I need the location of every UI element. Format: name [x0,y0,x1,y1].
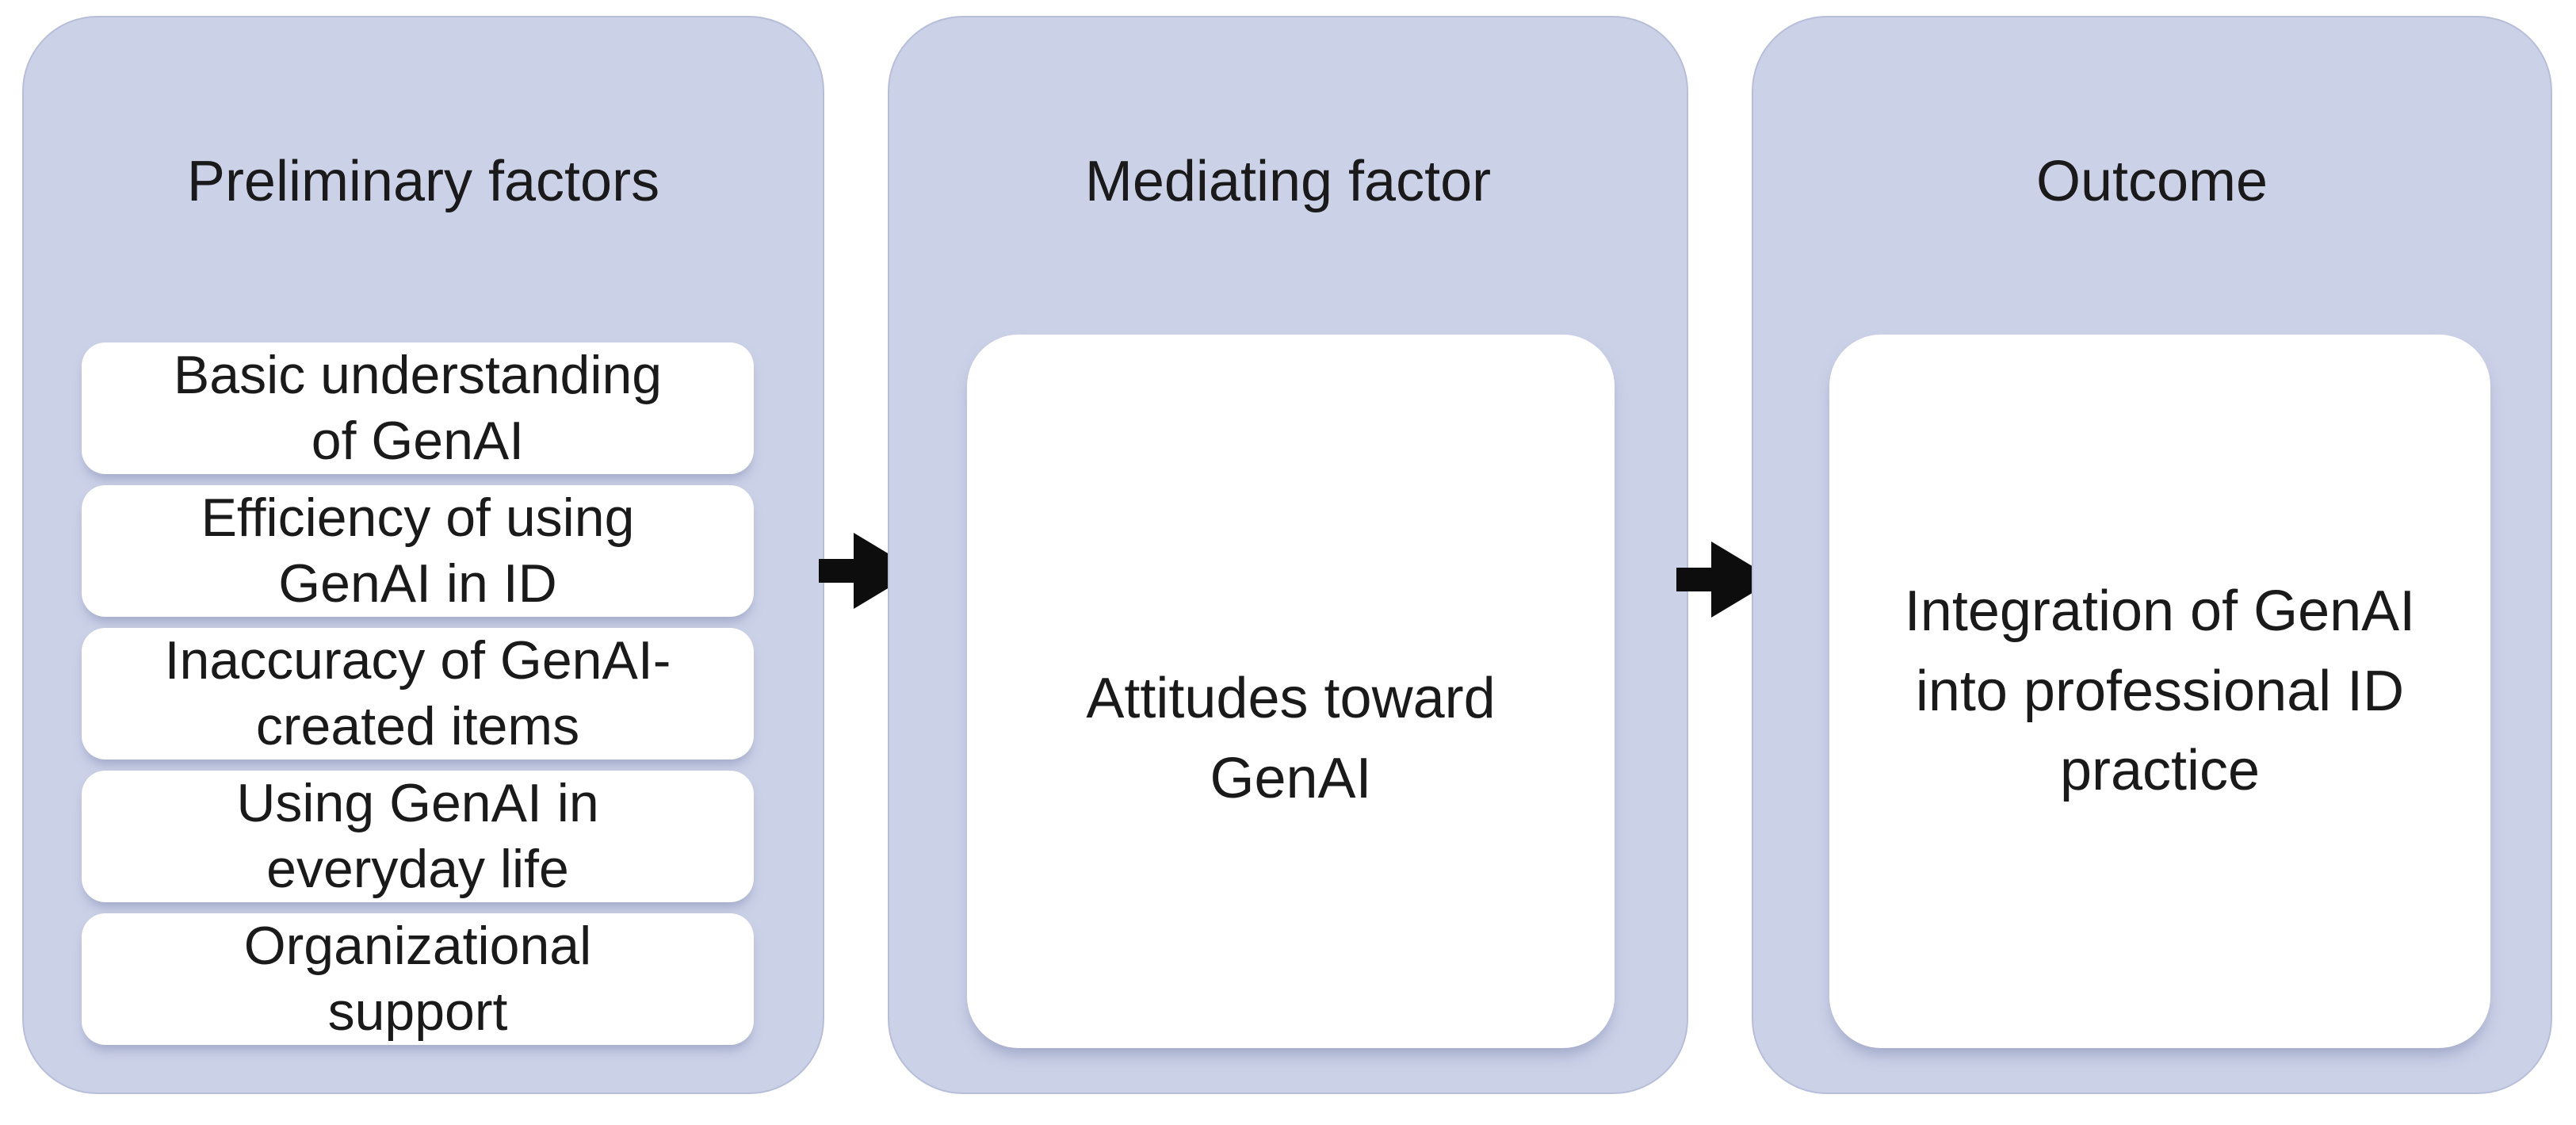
factor-box-everyday-life: Using GenAI in everyday life [82,771,754,902]
factor-stack: Basic understanding of GenAI Efficiency … [82,342,754,1045]
arrow-mediating-to-outcome [1676,541,1775,618]
panel-mediating-factor: Mediating factor Attitudes toward GenAI [888,16,1688,1094]
arrow-preliminary-to-mediating [819,533,917,609]
factor-box-basic-understanding: Basic understanding of GenAI [82,342,754,474]
panel-preliminary-factors: Preliminary factors Basic understanding … [22,16,824,1094]
factor-box-inaccuracy: Inaccuracy of GenAI- created items [82,628,754,760]
panel-title-preliminary-factors: Preliminary factors [186,150,660,213]
panel-outcome: Outcome Integration of GenAI into profes… [1752,16,2552,1094]
panel-title-outcome: Outcome [2035,150,2268,213]
outcome-box: Integration of GenAI into professional I… [1829,335,2490,1048]
factor-box-organizational-support: Organizational support [82,913,754,1045]
right-arrow-icon [1676,541,1775,618]
mediating-factor-box: Attitudes toward GenAI [967,335,1615,1048]
panel-title-mediating-factor: Mediating factor [1084,150,1492,213]
right-arrow-icon [819,533,917,609]
factor-box-efficiency: Efficiency of using GenAI in ID [82,485,754,617]
